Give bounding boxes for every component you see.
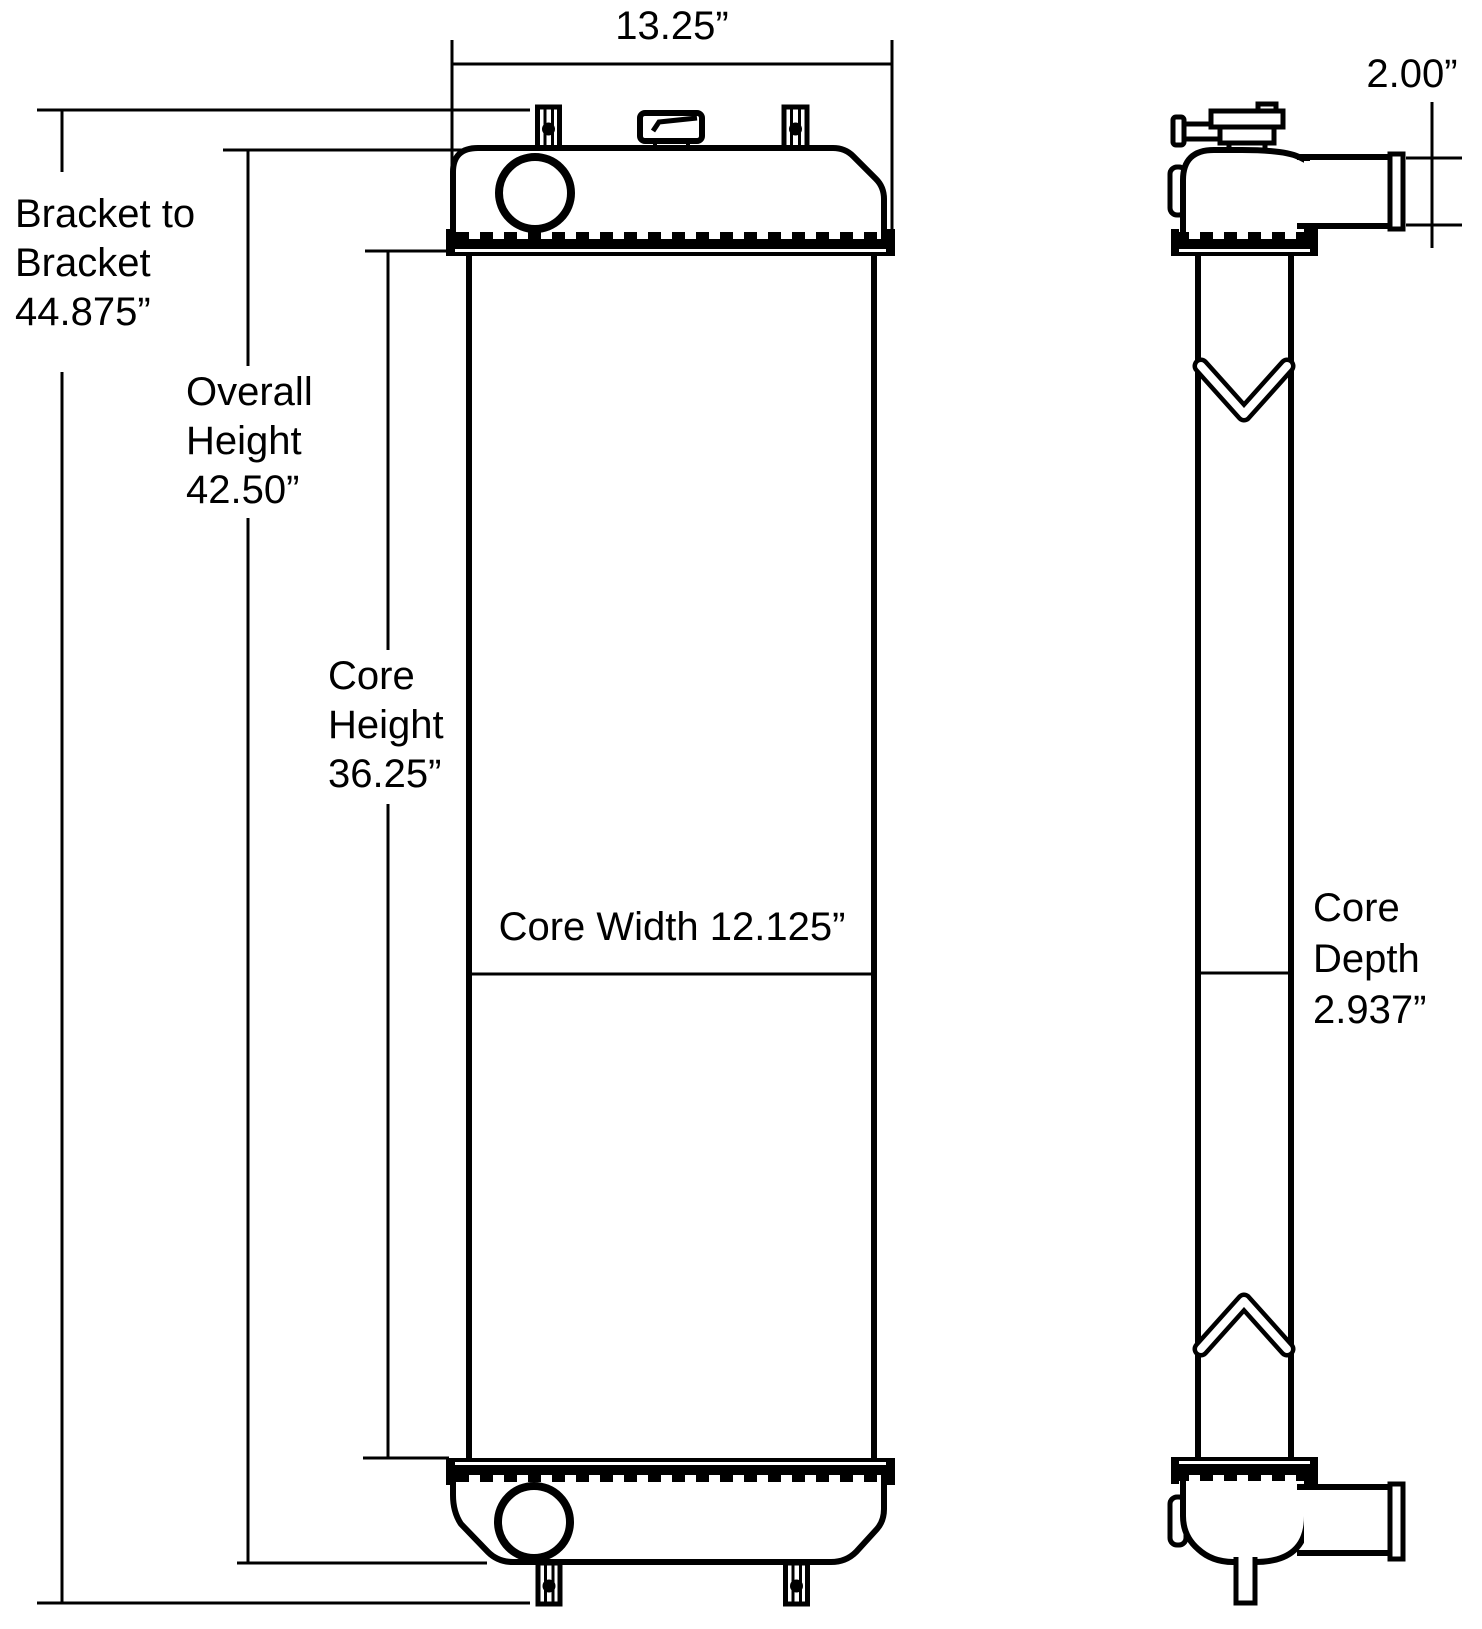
core-depth-line2: Depth <box>1313 937 1420 981</box>
filler-cap-front <box>637 110 705 150</box>
header-end-cap <box>886 1458 895 1485</box>
overall-height-line1: Overall <box>186 370 313 414</box>
header-top-front <box>446 229 895 256</box>
filler-cap-side <box>1208 101 1286 154</box>
header-end-cap <box>1310 1457 1318 1484</box>
header-end-cap <box>1171 1457 1179 1484</box>
mounting-pin-top-left <box>535 104 562 152</box>
core-depth-line1: Core <box>1313 886 1400 930</box>
bracket-to-bracket-line3: 44.875” <box>15 290 151 334</box>
bottom-tank-side <box>1180 1469 1310 1565</box>
break-symbol-top <box>1192 357 1296 423</box>
header-end-cap <box>886 229 895 256</box>
tube-end-cap <box>1170 114 1187 148</box>
outlet-port-front <box>494 1482 574 1562</box>
top-tank-side <box>1180 147 1310 245</box>
drain-plug <box>1233 1557 1258 1606</box>
core-height-label: Core Height 36.25” <box>328 652 444 799</box>
header-bottom-side <box>1171 1457 1318 1484</box>
core-depth-label: Core Depth 2.937” <box>1313 883 1426 1036</box>
bracket-to-bracket-line2: Bracket <box>15 241 151 285</box>
width-dim-label: 13.25” <box>615 4 729 48</box>
break-symbol-bottom <box>1192 1292 1296 1358</box>
overall-height-line3: 42.50” <box>186 468 300 512</box>
inlet-pipe-side <box>1297 151 1406 232</box>
side-view <box>1167 101 1406 1606</box>
header-bottom-front <box>446 1458 895 1485</box>
header-end-cap <box>446 1458 455 1485</box>
overall-height-line2: Height <box>186 419 302 463</box>
core-height-line2: Height <box>328 703 444 747</box>
core-height-dimension <box>363 249 450 1460</box>
pipe-flange <box>1387 1481 1406 1562</box>
header-end-cap <box>446 229 455 256</box>
header-end-cap <box>1171 229 1179 256</box>
bracket-to-bracket-label: Bracket to Bracket 44.875” <box>15 190 195 337</box>
dimension-lines <box>37 40 1462 1605</box>
pipe-flange <box>1387 151 1406 232</box>
header-top-side <box>1171 229 1318 256</box>
header-teeth <box>1178 232 1310 240</box>
front-view <box>446 104 895 1607</box>
core-width-label: Core Width 12.125” <box>498 905 846 949</box>
bracket-to-bracket-dimension <box>37 108 530 1605</box>
core-depth-line3: 2.937” <box>1313 988 1427 1032</box>
outlet-pipe-side <box>1297 1481 1406 1562</box>
header-end-cap <box>1310 229 1318 256</box>
header-teeth <box>455 232 889 240</box>
pin-hole <box>542 122 555 136</box>
bracket-to-bracket-line1: Bracket to <box>15 192 196 236</box>
pin-hole <box>789 122 802 136</box>
pin-hole <box>542 1579 556 1593</box>
pipe-od-label: 2.00” <box>1366 52 1458 96</box>
pin-hole <box>790 1579 803 1593</box>
pipe-od-dimension <box>1406 102 1462 248</box>
overall-height-dimension <box>223 148 487 1565</box>
inlet-port-front <box>495 153 575 233</box>
mounting-pin-bottom-left <box>535 1560 563 1607</box>
core-height-line3: 36.25” <box>328 752 442 796</box>
overall-height-label: Overall Height 42.50” <box>186 368 313 515</box>
header-teeth <box>1178 1473 1310 1481</box>
core-height-line1: Core <box>328 654 415 698</box>
header-teeth <box>455 1474 889 1482</box>
cap-lever <box>650 115 698 133</box>
mounting-pin-top-right <box>781 104 810 152</box>
mounting-pin-bottom-right <box>783 1560 810 1607</box>
